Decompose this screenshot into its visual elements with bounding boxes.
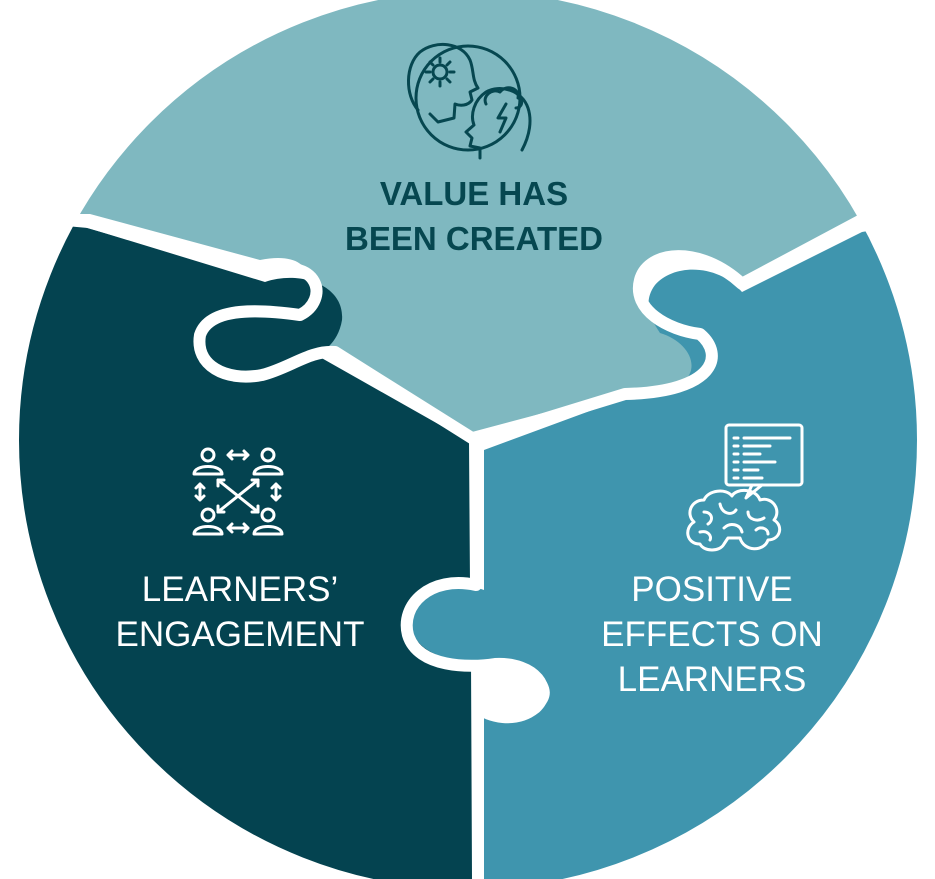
label-top-line1: VALUE HAS xyxy=(380,175,568,212)
separator-top-left xyxy=(86,216,479,446)
separator-top-right xyxy=(473,218,865,446)
piece-right xyxy=(411,220,918,879)
label-right-line1: POSITIVE xyxy=(631,570,792,609)
piece-left xyxy=(18,220,472,879)
label-top-line2: BEEN CREATED xyxy=(345,220,603,257)
label-right-line3: LEARNERS xyxy=(618,660,807,699)
label-left-line1: LEARNERS’ xyxy=(142,570,338,609)
label-left-line2: ENGAGEMENT xyxy=(116,615,365,654)
heads-gear-lightning-icon xyxy=(407,42,532,160)
separator-left-right xyxy=(400,439,549,879)
people-network-icon xyxy=(192,447,284,536)
brain-report-icon xyxy=(686,423,804,552)
label-right-line2: EFFECTS ON xyxy=(601,615,823,654)
